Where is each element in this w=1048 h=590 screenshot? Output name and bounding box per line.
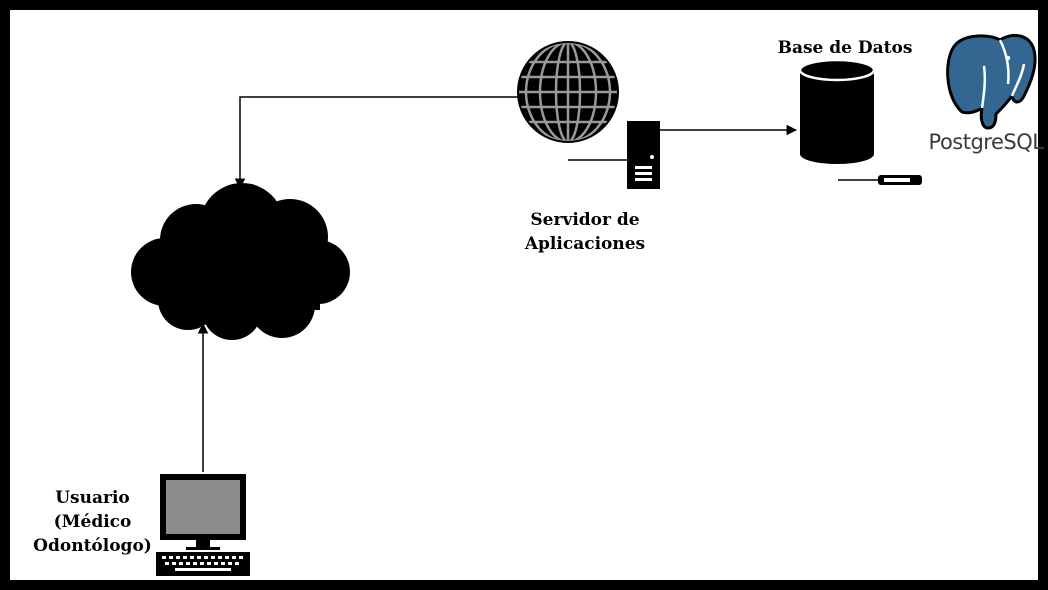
connector-globe-to-cloud (234, 96, 522, 190)
app-server-label-line-1: Servidor de (530, 210, 640, 230)
app-server-label: Servidor de Aplicaciones (515, 208, 655, 256)
postgresql-elephant-icon (946, 33, 1037, 130)
cable-probe-icon (838, 175, 922, 185)
connectors (197, 96, 798, 472)
database-cylinder-icon (798, 58, 876, 164)
app-server-label-line-2: Aplicaciones (524, 234, 646, 254)
database-label: Base de Datos (777, 38, 913, 58)
globe-icon (517, 41, 619, 143)
cloud-icon (131, 183, 350, 340)
desktop-computer-icon (156, 474, 250, 576)
postgresql-wordmark: PostgreSQL (928, 130, 1044, 154)
user-label-line-1: Usuario (55, 488, 130, 508)
user-label: Usuario (Médico Odontólogo) (30, 486, 155, 558)
server-tower-icon (627, 121, 660, 189)
user-label-line-2: (Médico (53, 512, 132, 532)
user-label-line-3: Odontólogo) (33, 536, 152, 556)
